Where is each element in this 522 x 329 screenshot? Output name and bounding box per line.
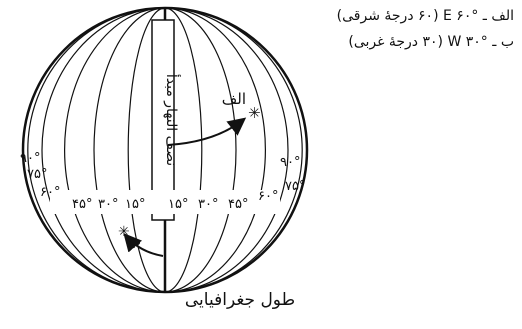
degree-label-left-60: ۶۰° bbox=[40, 185, 60, 200]
degree-label-left-15: ۱۵° bbox=[125, 197, 145, 212]
legend-point-a: الف ـ ۶۰° E (۶۰ درجهٔ شرقی) bbox=[337, 8, 514, 24]
degree-label-right-15: ۱۵° bbox=[168, 197, 188, 212]
degree-label-right-90: ۹۰° bbox=[280, 155, 300, 170]
point-a-marker: ✳ bbox=[248, 104, 261, 122]
legend-b-description: (۳۰ درجهٔ غربی) bbox=[348, 34, 443, 50]
degree-label-left-75: ۷۵° bbox=[27, 167, 47, 182]
degree-label-left-90: ۹۰° bbox=[20, 151, 40, 166]
legend-a-value: ۶۰° E bbox=[443, 8, 478, 24]
legend-a-description: (۶۰ درجهٔ شرقی) bbox=[337, 8, 439, 24]
legend-point-b: ب ـ ۳۰° W (۳۰ درجهٔ غربی) bbox=[348, 34, 514, 50]
point-b-label: ب bbox=[128, 234, 141, 250]
legend-b-prefix: ب ـ bbox=[492, 34, 514, 50]
prime-meridian-label: نصف النهار مبدأ bbox=[163, 74, 181, 166]
point-a-label: الف bbox=[222, 90, 246, 108]
degree-label-right-45: ۴۵° bbox=[228, 197, 248, 212]
legend-b-value: ۳۰° W bbox=[447, 34, 487, 50]
degree-label-left-30: ۳۰° bbox=[98, 197, 118, 212]
degree-label-right-30: ۳۰° bbox=[198, 197, 218, 212]
degree-label-right-60: ۶۰° bbox=[258, 189, 278, 204]
legend-a-prefix: الف ـ bbox=[483, 8, 514, 24]
diagram-caption: طول جغرافیایی bbox=[120, 290, 360, 310]
degree-label-left-45: ۴۵° bbox=[72, 197, 92, 212]
degree-label-right-75: ۷۵° bbox=[285, 179, 305, 194]
